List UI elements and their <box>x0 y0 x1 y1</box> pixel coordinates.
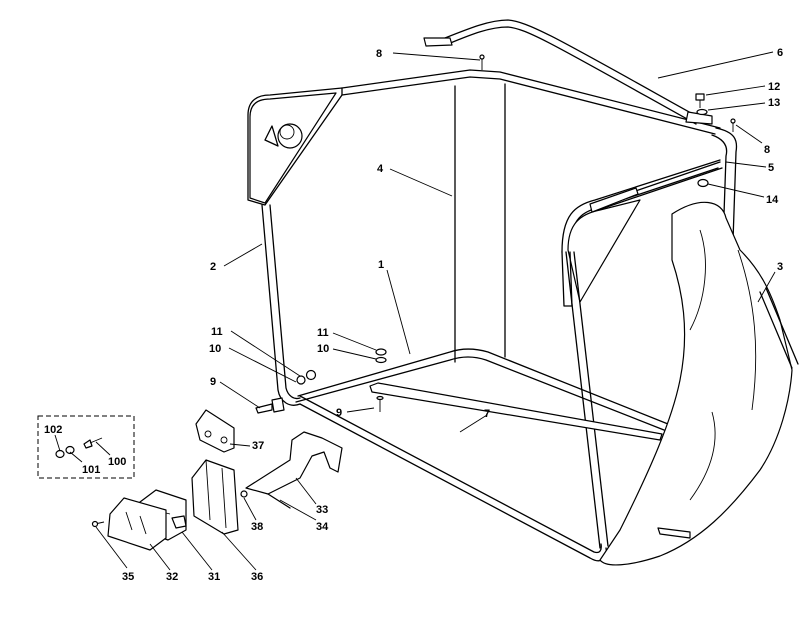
callout-37: 37 <box>252 440 264 452</box>
callout-7: 7 <box>484 408 490 420</box>
callout-34: 34 <box>316 521 329 533</box>
grass-bag <box>599 201 799 566</box>
leader-lines <box>54 51 776 571</box>
callout-8: 8 <box>764 144 770 156</box>
callout-6: 6 <box>777 47 783 59</box>
bottom-bar <box>369 382 663 441</box>
callout-35: 35 <box>122 571 134 583</box>
callout-31: 31 <box>208 571 220 583</box>
hardware <box>255 54 736 414</box>
callout-33: 33 <box>316 504 328 516</box>
callout-9: 9 <box>336 407 342 419</box>
callout-3: 3 <box>777 261 783 273</box>
callout-11: 11 <box>317 327 329 339</box>
callout-13: 13 <box>768 97 780 109</box>
callout-14: 14 <box>766 194 779 206</box>
bag-handle <box>423 19 713 125</box>
callout-9: 9 <box>210 376 216 388</box>
callout-11: 11 <box>211 326 223 338</box>
callout-36: 36 <box>251 571 263 583</box>
callout-100: 100 <box>108 456 126 468</box>
callout-8: 8 <box>376 48 382 60</box>
callout-12: 12 <box>768 81 780 93</box>
latch-assembly <box>91 409 343 551</box>
callout-102: 102 <box>44 424 62 436</box>
callout-1: 1 <box>378 259 384 271</box>
callout-5: 5 <box>768 162 774 174</box>
callout-10: 10 <box>209 343 221 355</box>
callout-101: 101 <box>82 464 100 476</box>
callout-10: 10 <box>317 343 329 355</box>
callout-2: 2 <box>210 261 216 273</box>
callout-38: 38 <box>251 521 263 533</box>
callout-4: 4 <box>377 163 384 175</box>
callout-32: 32 <box>166 571 178 583</box>
callout-labels: 8 6 12 13 8 5 4 14 2 1 3 11 11 10 10 9 9… <box>44 47 783 583</box>
